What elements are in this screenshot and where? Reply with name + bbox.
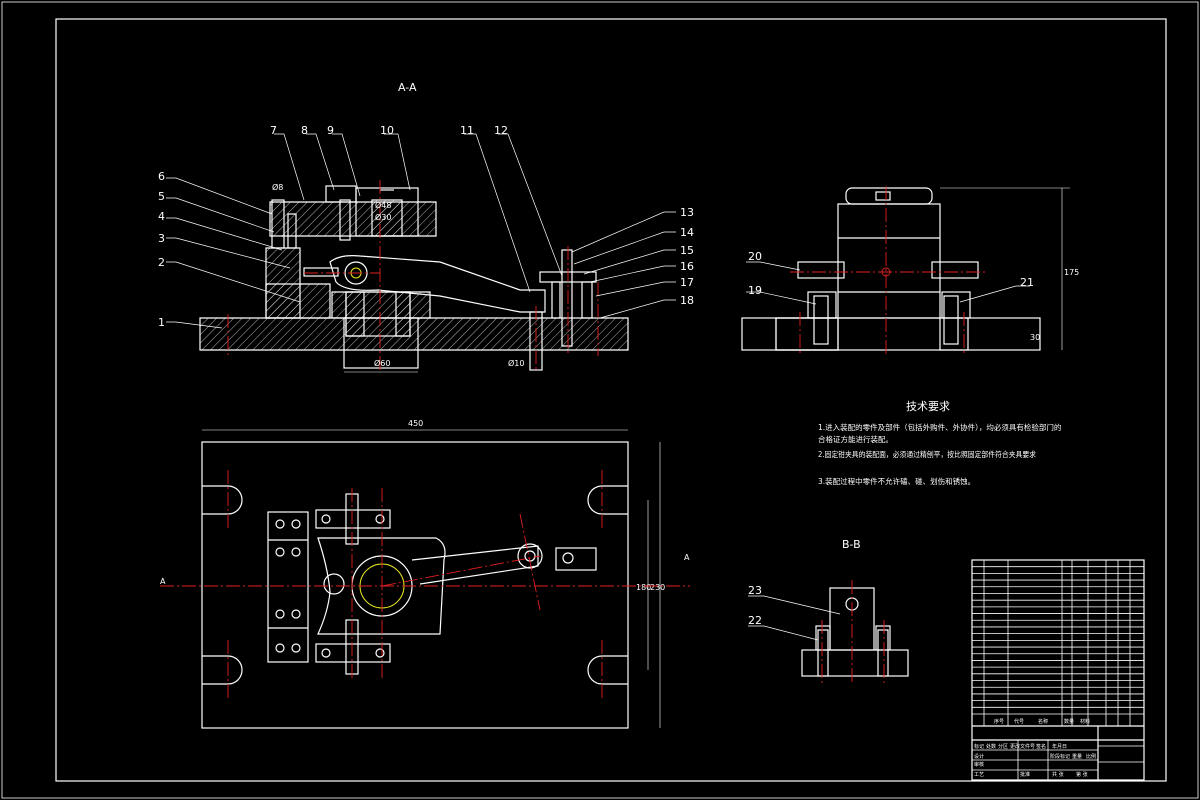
dim-fit-5: Ø10 [508,358,524,368]
tech-req-line-4: 3.装配过程中零件不允许磕、碰、划伤和锈蚀。 [818,476,975,486]
inner-frame [55,18,1167,782]
tb-sign-date: 年月日 [1052,743,1067,750]
tb-col-code: 代号 [1014,718,1024,725]
dim-fit-3: Ø8 [272,182,283,192]
part-label-19: 19 [748,284,762,297]
tb-scale: 比例 [1086,753,1096,760]
part-label-9: 9 [327,124,334,137]
part-label-6: 6 [158,170,165,183]
part-label-5: 5 [158,190,165,203]
technical-requirements: 技术要求 1.进入装配的零件及部件（包括外购件、外协件），均必须具有检验部门的 … [818,400,1061,486]
tb-footer-total: 共 张 [1052,771,1064,778]
title-block: 序号 代号 名称 数量 材料 标记 处数 分区 更改文件号 签名 年月日 阶段标… [971,559,1145,781]
part-label-21: 21 [1020,276,1034,289]
part-label-8: 8 [301,124,308,137]
part-label-17: 17 [680,276,694,289]
side-view: 175 30 20 19 21 [741,186,1079,356]
part-label-15: 15 [680,244,694,257]
part-label-1: 1 [158,316,165,329]
part-label-18: 18 [680,294,694,307]
dim-side-height: 175 [1064,268,1079,277]
cut-mark-right: A [684,553,690,562]
tech-req-line-1: 1.进入装配的零件及部件（包括外购件、外协件），均必须具有检验部门的 [818,422,1061,432]
part-label-14: 14 [680,226,694,239]
tb-row-process: 工艺 [974,772,984,778]
part-label-2: 2 [158,256,165,269]
tech-req-heading: 技术要求 [906,400,950,413]
part-label-20: 20 [748,250,762,263]
plan-view: 450 180 230 [160,419,690,729]
tb-col-name: 名称 [1038,718,1048,725]
tb-row-approve: 批准 [1020,771,1030,778]
tb-weight: 重量 [1072,753,1082,760]
tb-sign-sign: 签名 [1036,743,1046,750]
part-label-12: 12 [494,124,508,137]
part-label-11: 11 [460,124,474,137]
part-label-16: 16 [680,260,694,273]
part-label-13: 13 [680,206,694,219]
tb-sign-doc: 更改文件号 [1010,743,1035,750]
tb-col-material: 材料 [1080,718,1090,725]
section-aa-view: A-A [158,81,694,373]
tb-row-check: 审核 [974,761,984,768]
tb-sign-zone: 分区 [998,743,1008,750]
section-aa-title: A-A [398,81,417,94]
dim-side-base: 30 [1030,333,1040,342]
part-label-3: 3 [158,232,165,245]
cut-mark-left: A [160,577,166,586]
tb-sign-count: 处数 [986,743,996,750]
dim-plan-height-1: 180 [636,583,651,592]
tb-sign-mark: 标记 [974,743,984,750]
dim-plan-height-2: 230 [650,583,665,592]
tb-stage: 阶段标记 [1050,753,1070,760]
dim-plan-width: 450 [408,419,423,428]
tech-req-line-3: 2.固定钳夹具的装配面，必须通过精刨平，按比照固定部件符合夹具要求 [818,449,1036,459]
section-bb-title: B-B [842,538,861,551]
dim-fit-4: Ø60 [374,358,390,368]
tech-req-line-2: 合格证方能进行装配。 [818,434,893,444]
tb-col-seq: 序号 [994,718,1004,725]
dim-fit-1: Ø48 [375,200,391,210]
tb-row-design: 设计 [974,753,984,760]
part-label-4: 4 [158,210,165,223]
part-label-22: 22 [748,614,762,627]
part-label-7: 7 [270,124,277,137]
part-label-10: 10 [380,124,394,137]
part-label-23: 23 [748,584,762,597]
tb-col-qty: 数量 [1064,718,1074,725]
section-bb-view: B-B 23 22 [748,538,909,684]
tb-footer-sheet: 第 张 [1076,771,1088,778]
dim-fit-2: Ø30 [375,212,391,222]
